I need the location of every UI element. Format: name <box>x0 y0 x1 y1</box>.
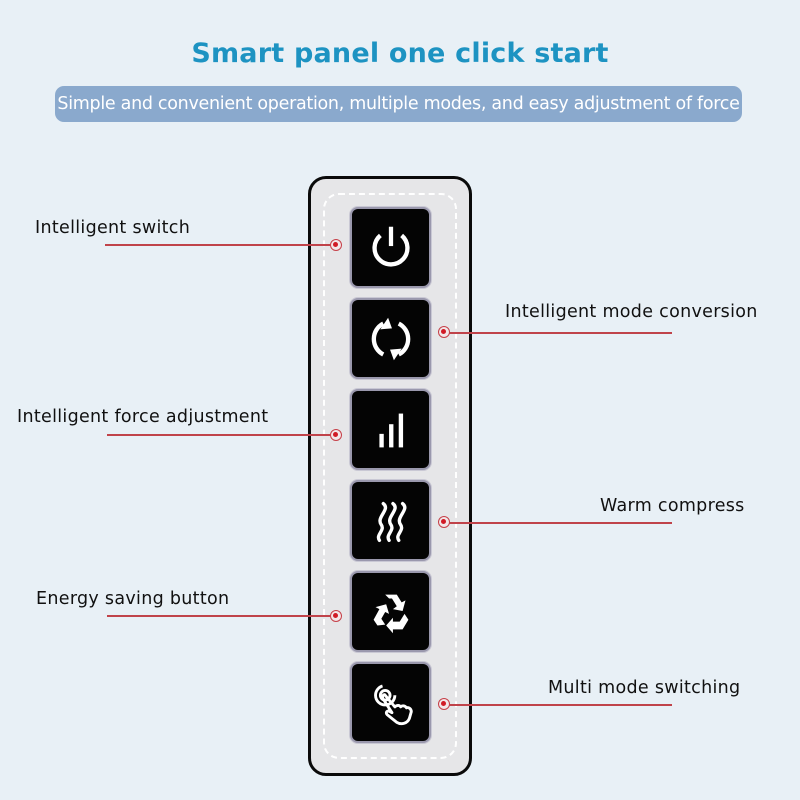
page-title: Smart panel one click start <box>191 38 609 69</box>
touch-hand-icon <box>373 683 413 725</box>
callout-line <box>105 244 331 246</box>
warm-compress-button[interactable] <box>350 480 431 561</box>
callout-line <box>449 332 672 334</box>
callout-line <box>107 434 331 436</box>
label-intelligent-switch: Intelligent switch <box>35 218 191 238</box>
panel-dashed-border <box>323 193 457 759</box>
recycle-icon <box>373 594 408 633</box>
control-panel <box>308 176 472 776</box>
energy-saving-button[interactable] <box>350 571 431 652</box>
power-button[interactable] <box>350 207 431 288</box>
label-warm-compress: Warm compress <box>600 496 745 516</box>
refresh-cycle-icon <box>371 317 410 360</box>
subtitle-banner: Simple and convenient operation, multipl… <box>55 86 742 122</box>
callout-line <box>449 522 672 524</box>
power-icon <box>371 226 410 267</box>
callout-dot <box>330 239 342 251</box>
label-intelligent-mode-conversion: Intelligent mode conversion <box>505 302 758 322</box>
callout-dot <box>330 610 342 622</box>
label-energy-saving-button: Energy saving button <box>36 589 230 609</box>
mode-conversion-button[interactable] <box>350 298 431 379</box>
callout-line <box>449 704 672 706</box>
callout-dot <box>438 698 450 710</box>
callout-dot <box>330 429 342 441</box>
heat-waves-icon <box>376 501 406 542</box>
callout-line <box>107 615 331 617</box>
signal-bars-icon <box>378 413 403 447</box>
label-intelligent-force-adjustment: Intelligent force adjustment <box>17 407 269 427</box>
multi-mode-button[interactable] <box>350 662 431 743</box>
label-multi-mode-switching: Multi mode switching <box>548 678 741 698</box>
force-adjustment-button[interactable] <box>350 389 431 470</box>
